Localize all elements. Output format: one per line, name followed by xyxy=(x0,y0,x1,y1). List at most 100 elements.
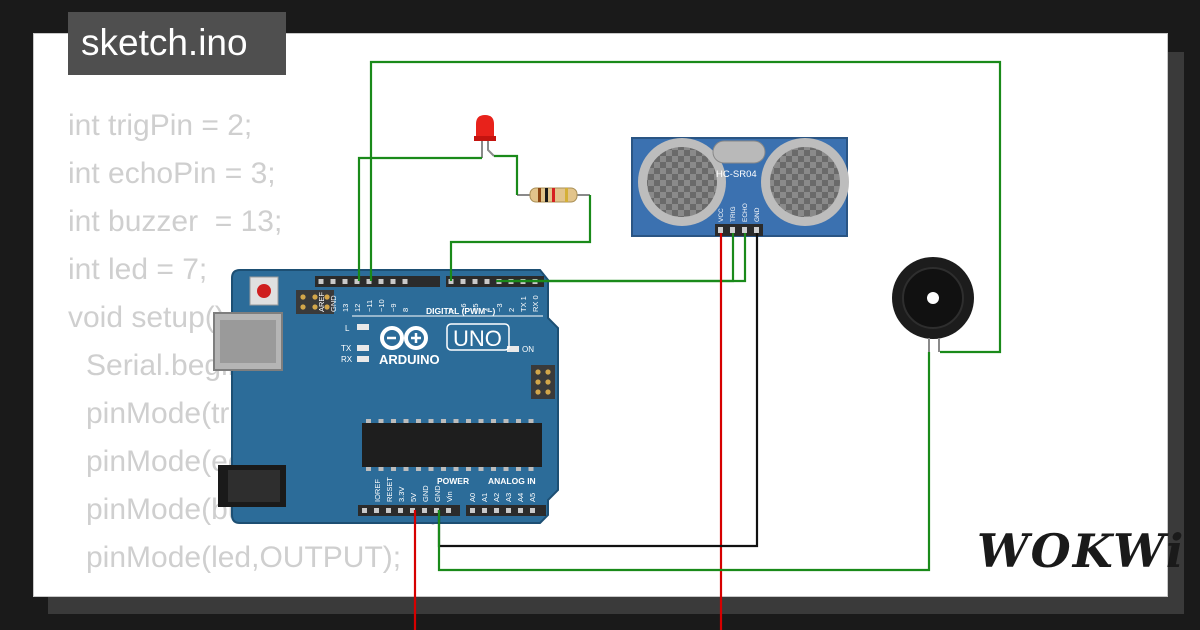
transducer-right-mesh xyxy=(770,147,840,217)
chip-pin xyxy=(428,419,434,423)
digital-pin-hole[interactable] xyxy=(484,279,490,284)
on-led xyxy=(507,346,519,352)
wire-resistor-pin7[interactable] xyxy=(449,195,592,281)
analog-pin-hole[interactable] xyxy=(470,508,475,513)
sensor-pin-gnd[interactable] xyxy=(754,227,759,233)
digital-pin-hole[interactable] xyxy=(378,279,384,284)
digital-pin-hole[interactable] xyxy=(472,279,478,284)
resistor[interactable] xyxy=(517,187,590,203)
wire-led-resistor[interactable] xyxy=(494,154,519,195)
power-pin-hole[interactable] xyxy=(434,508,439,513)
power-pin-hole[interactable] xyxy=(362,508,367,513)
uno-model-text: UNO xyxy=(453,326,502,351)
bottom-pin-holes xyxy=(362,508,535,513)
chip-pin xyxy=(391,419,396,423)
digital-pin-hole[interactable] xyxy=(390,279,396,284)
resistor-band-3 xyxy=(552,188,555,202)
sensor-pin-label: ECHO xyxy=(742,203,749,222)
digital-pin-hole[interactable] xyxy=(366,279,372,284)
wire-pin3-echo[interactable] xyxy=(508,233,747,283)
power-pin-hole[interactable] xyxy=(446,508,451,513)
digital-pin-label: 13 xyxy=(341,304,350,312)
power-pin-label: GND xyxy=(433,485,442,502)
digital-pin-hole[interactable] xyxy=(330,279,336,284)
chip-pin xyxy=(416,419,421,423)
power-pin-hole[interactable] xyxy=(374,508,379,513)
analog-pin-hole[interactable] xyxy=(530,508,535,513)
chip-pin xyxy=(503,419,509,423)
power-label: POWER xyxy=(437,476,469,486)
wire-gnd-buzzer[interactable] xyxy=(437,352,931,572)
chip-pin xyxy=(403,419,409,423)
power-jack-inner xyxy=(228,470,280,502)
analog-pin-hole[interactable] xyxy=(506,508,511,513)
icsp-header-right xyxy=(531,365,555,399)
chip-pin xyxy=(366,419,371,423)
rx-led-label: RX xyxy=(341,355,353,364)
reset-button-cap[interactable] xyxy=(257,284,271,298)
digital-label: DIGITAL (PWM ~) xyxy=(426,306,496,316)
digital-pin-label: AREF xyxy=(317,292,326,312)
wire-gnd-led[interactable] xyxy=(357,156,482,281)
digital-pin-label: 7 xyxy=(447,308,456,312)
power-pin-hole[interactable] xyxy=(410,508,415,513)
sensor-pin-trig[interactable] xyxy=(730,227,735,233)
analog-pin-hole[interactable] xyxy=(494,508,499,513)
title-badge xyxy=(68,12,286,75)
arduino-logo-text: ARDUINO xyxy=(379,352,440,367)
chip-pin xyxy=(466,467,471,471)
icsp-header-top xyxy=(296,290,334,314)
red-led[interactable] xyxy=(474,115,496,158)
chip-pin xyxy=(478,419,484,423)
chip-pin xyxy=(516,419,521,423)
l-led xyxy=(357,324,369,330)
resistor-band-1 xyxy=(538,188,541,202)
code-line: int buzzer = 13; xyxy=(68,205,283,238)
usb-port-inner xyxy=(220,320,276,363)
analog-label: ANALOG IN xyxy=(488,476,536,486)
analog-pin-label: A4 xyxy=(516,493,525,502)
code-line: int trigPin = 2; xyxy=(68,109,253,142)
digital-pin-hole[interactable] xyxy=(460,279,466,284)
chip-pin xyxy=(428,467,434,471)
power-pin-label: 3.3V xyxy=(397,487,406,502)
digital-pin-hole[interactable] xyxy=(402,279,408,284)
uno-badge xyxy=(446,323,510,351)
power-pin-hole[interactable] xyxy=(398,508,403,513)
code-line: int led = 7; xyxy=(68,253,208,286)
power-pin-hole[interactable] xyxy=(422,508,427,513)
digital-pin-label: GND xyxy=(329,295,338,312)
power-pin-hole[interactable] xyxy=(386,508,391,513)
power-pin-label: GND xyxy=(421,485,430,502)
analog-pin-hole[interactable] xyxy=(482,508,487,513)
chip-pin xyxy=(478,467,484,471)
piezo-buzzer[interactable] xyxy=(892,257,974,352)
digital-pin-label: 8 xyxy=(401,308,410,312)
atmega-chip xyxy=(362,423,542,467)
digital-pin-hole[interactable] xyxy=(318,279,324,284)
crystal-oscillator xyxy=(712,140,766,164)
chip-pin xyxy=(453,467,459,471)
digital-pin-hole[interactable] xyxy=(354,279,360,284)
digital-pin-label: ~10 xyxy=(377,299,386,312)
sensor-pin-vcc[interactable] xyxy=(718,227,723,233)
analog-pin-hole[interactable] xyxy=(518,508,523,513)
led-rim xyxy=(474,136,496,141)
sensor-header xyxy=(715,224,763,236)
sensor-name: HC-SR04 xyxy=(716,169,757,180)
sensor-pin-label: TRIG xyxy=(730,206,737,222)
power-pin-label: RESET xyxy=(385,477,394,502)
digital-pin-label: TX 1 xyxy=(519,296,528,312)
sensor-pin-echo[interactable] xyxy=(742,227,747,233)
digital-pin-hole[interactable] xyxy=(342,279,348,284)
wire-pin13-buzzer[interactable] xyxy=(369,60,1002,354)
digital-pin-hole[interactable] xyxy=(448,279,454,284)
power-pin-label: Vin xyxy=(445,491,454,502)
analog-pin-label: A5 xyxy=(528,493,537,502)
